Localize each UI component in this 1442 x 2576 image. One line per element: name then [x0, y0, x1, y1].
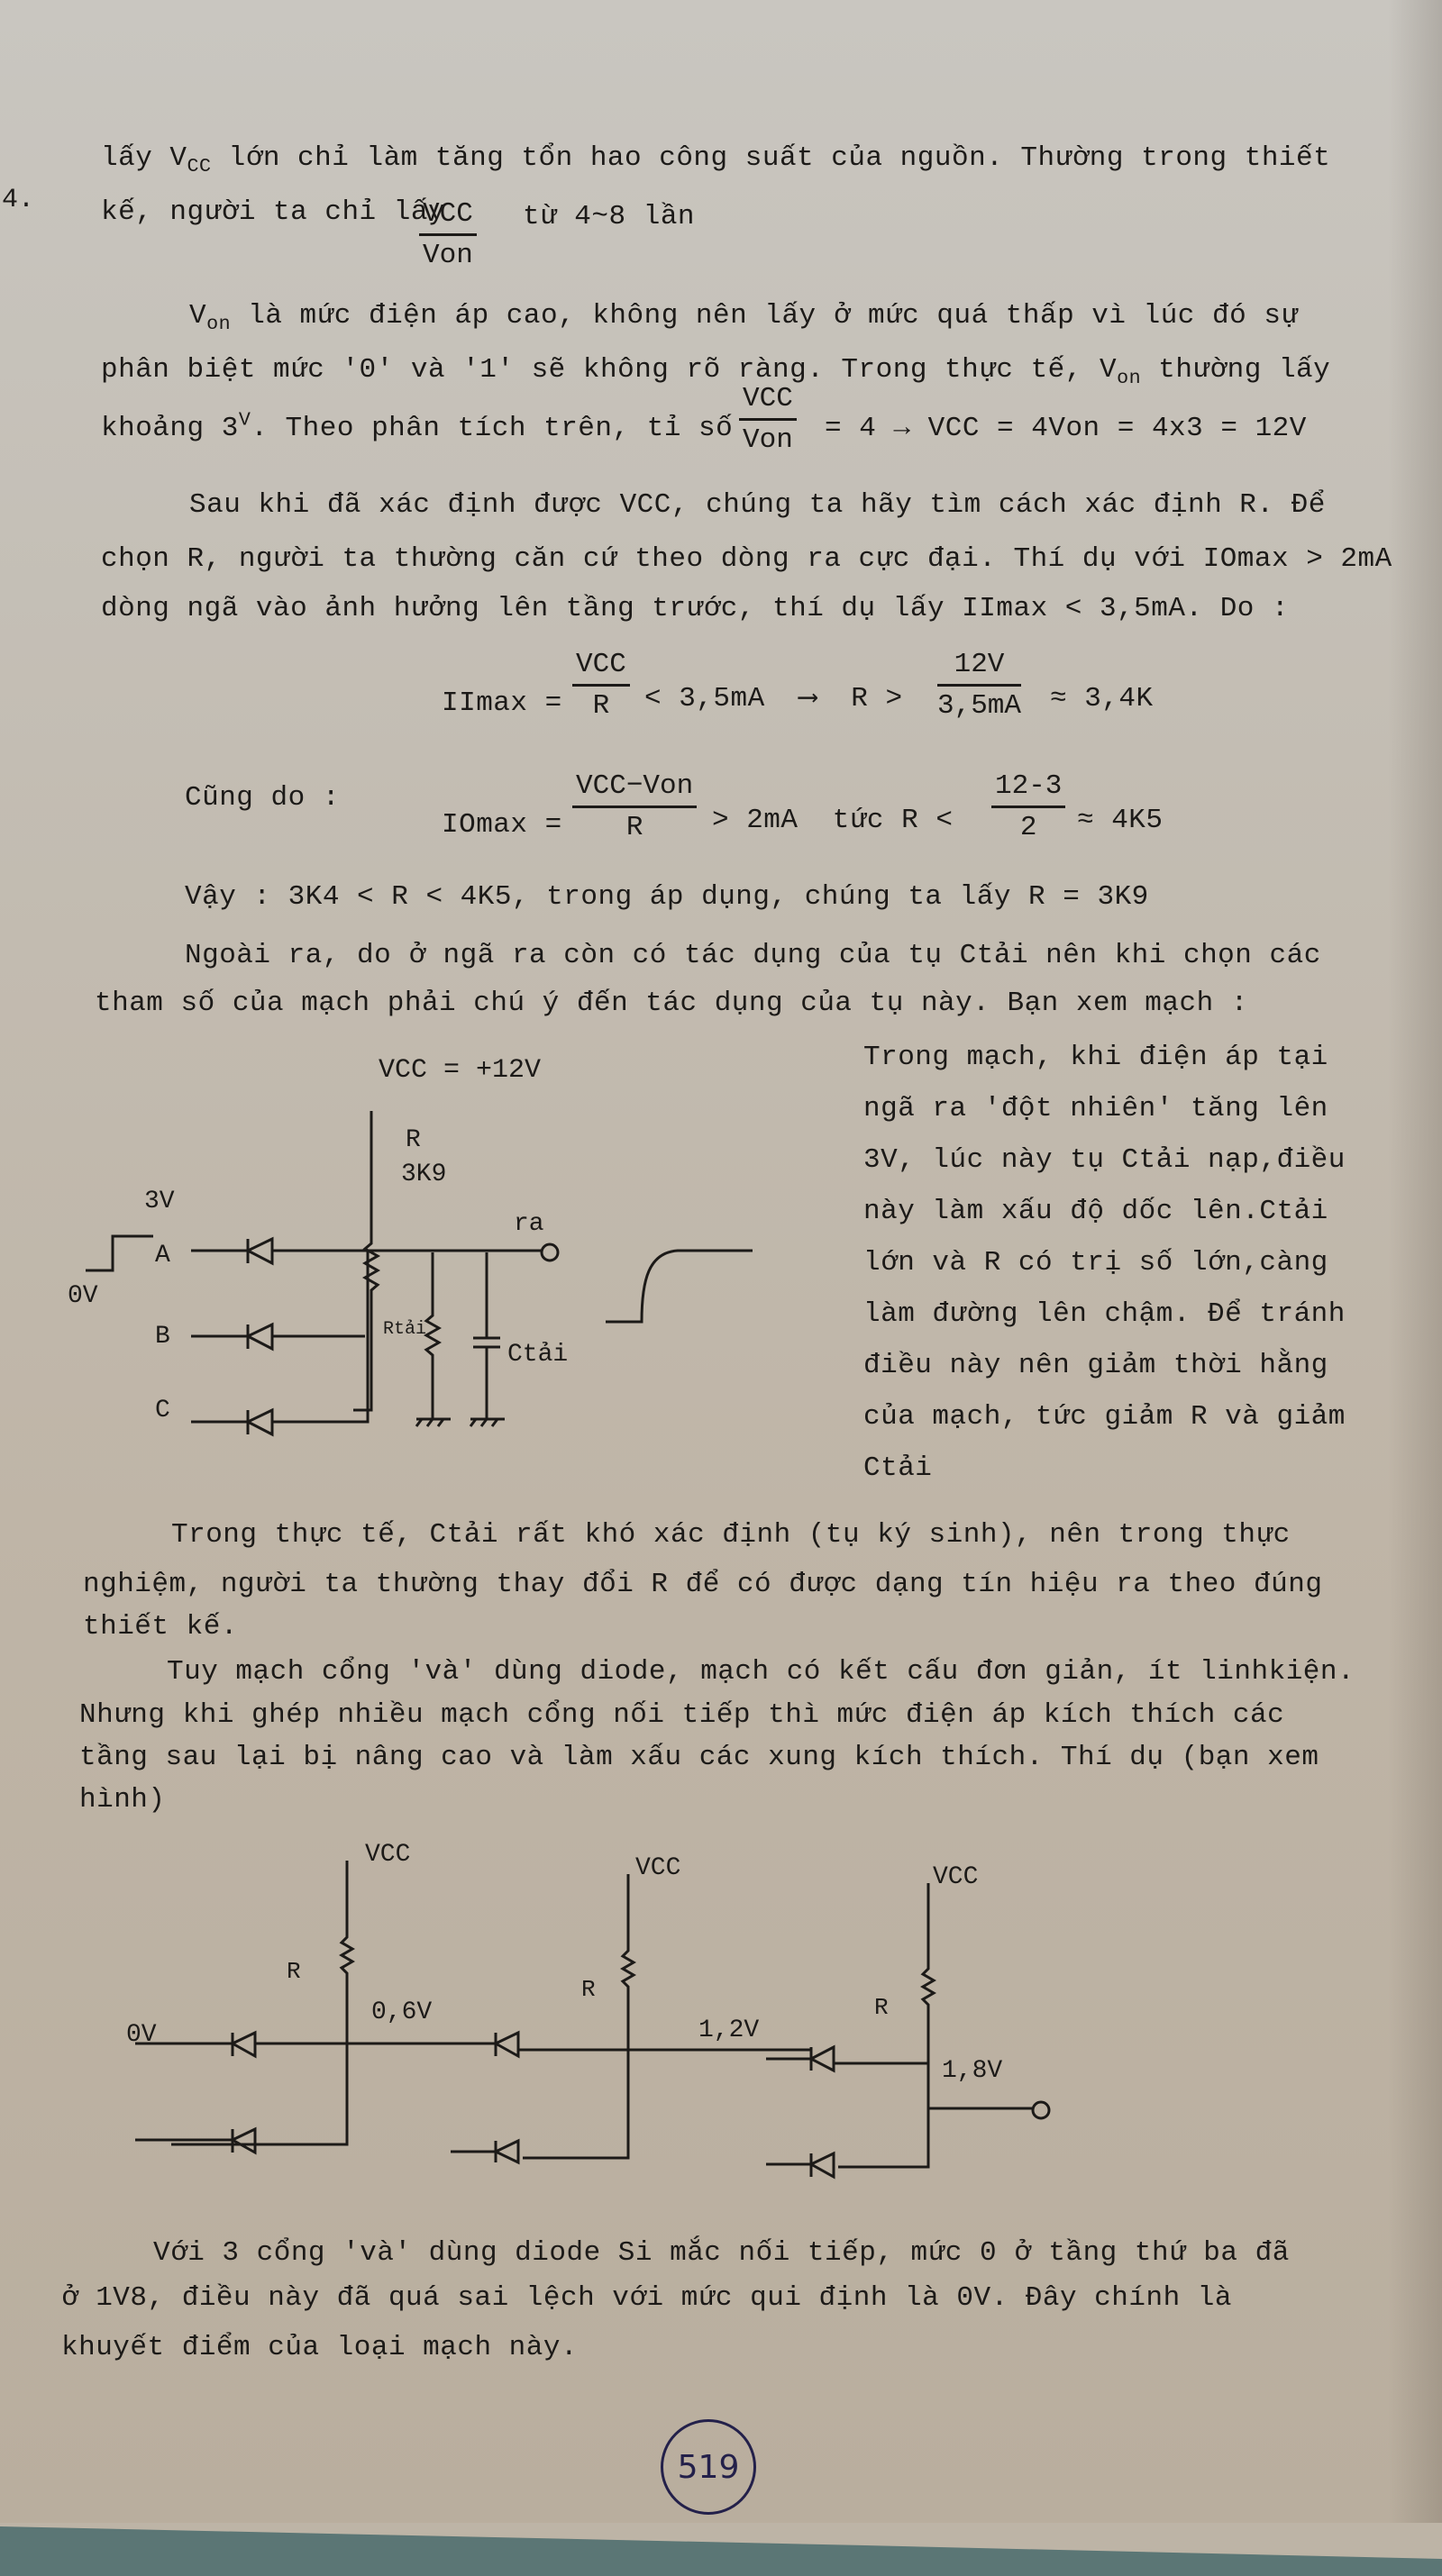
- paragraph-1-line-2-rest: từ 4~8 lần: [523, 201, 696, 232]
- margin-mark: 4.: [2, 185, 35, 215]
- input-b-label: B: [155, 1323, 170, 1351]
- paragraph-6-line-1: Tuy mạch cổng 'và' dùng diode, mạch có k…: [167, 1656, 1355, 1688]
- paragraph-3-line-1: Sau khi đã xác định được VCC, chúng ta h…: [189, 489, 1326, 521]
- side-text-line: Ctải: [863, 1452, 933, 1484]
- side-text-line: Trong mạch, khi điện áp tại: [863, 1042, 1328, 1073]
- paragraph-2-line-3: khoảng 3V. Theo phân tích trên, tỉ số: [101, 408, 734, 444]
- equation-2-lhs: IOmax =: [442, 809, 562, 841]
- resistor-label: R: [406, 1126, 421, 1154]
- page-number: 519: [661, 2419, 756, 2515]
- document-page: [0, 0, 1442, 2523]
- node-1-level: 0,6V: [371, 1998, 432, 2026]
- stage-2-vcc-label: VCC: [635, 1854, 680, 1882]
- equation-1-result: ≈ 3,4K: [1050, 683, 1154, 715]
- conclusion-r-value: Vậy : 3K4 < R < 4K5, trong áp dụng, chún…: [185, 881, 1149, 913]
- input-a-label: A: [155, 1242, 170, 1270]
- input-low-level: 0V: [68, 1282, 98, 1310]
- input-c-label: C: [155, 1397, 170, 1425]
- load-capacitor-label: Ctải: [507, 1341, 568, 1369]
- paragraph-3-line-3: dòng ngã vào ảnh hưởng lên tầng trước, t…: [101, 593, 1290, 624]
- side-text-line: 3V, lúc này tụ Ctải nạp,điều: [863, 1144, 1346, 1176]
- side-text-line: làm đường lên chậm. Để tránh: [863, 1298, 1346, 1330]
- paragraph-5-line-3: thiết kế.: [83, 1611, 238, 1643]
- stage-1-vcc-label: VCC: [365, 1841, 410, 1869]
- vcc-label: VCC = +12V: [379, 1055, 541, 1086]
- paragraph-1-line-2: kế, người ta chỉ lấy: [101, 196, 446, 228]
- equation-2-result: ≈ 4K5: [1077, 805, 1164, 836]
- paragraph-5-line-2: nghiệm, người ta thường thay đổi R để có…: [83, 1569, 1323, 1600]
- paragraph-2-line-1: Von là mức điện áp cao, không nên lấy ở …: [189, 300, 1299, 336]
- stage-1-resistor-label: R: [287, 1958, 301, 1985]
- paragraph-7-line-2: ở 1V8, điều này đã quá sai lệch với mức …: [61, 2282, 1233, 2314]
- paragraph-1-line-1: lấy VCC lớn chỉ làm tăng tổn hao công su…: [101, 142, 1331, 178]
- paragraph-7-line-1: Với 3 cổng 'và' dùng diode Si mắc nối ti…: [153, 2237, 1290, 2269]
- equation-1-middle: < 3,5mA ⟶ R >: [644, 683, 903, 715]
- paragraph-6-line-4: hình): [79, 1784, 166, 1816]
- node-3-level: 1,8V: [942, 2057, 1002, 2085]
- cung-do-label: Cũng do :: [185, 782, 340, 814]
- resistor-value: 3K9: [401, 1161, 446, 1188]
- side-text-line: của mạch, tức giảm R và giảm: [863, 1401, 1346, 1433]
- load-resistor-label: Rtải: [383, 1319, 426, 1340]
- output-label: ra: [514, 1210, 544, 1238]
- equation-2-middle: > 2mA tức R <: [712, 805, 954, 836]
- paragraph-4-line-2: tham số của mạch phải chú ý đến tác dụng…: [95, 988, 1248, 1019]
- paragraph-7-line-3: khuyết điểm của loại mạch này.: [61, 2332, 579, 2363]
- side-text-line: ngã ra 'đột nhiên' tăng lên: [863, 1093, 1328, 1124]
- output-waveform: [606, 1249, 753, 1324]
- paragraph-5-line-1: Trong thực tế, Ctải rất khó xác định (tụ…: [171, 1519, 1291, 1551]
- paragraph-6-line-3: tầng sau lại bị nâng cao và làm xấu các …: [79, 1742, 1319, 1773]
- paragraph-6-line-2: Nhưng khi ghép nhiều mạch cổng nối tiếp …: [79, 1699, 1285, 1731]
- stage-3-resistor-label: R: [874, 1994, 889, 2021]
- side-text-line: này làm xấu độ dốc lên.Ctải: [863, 1196, 1328, 1227]
- input-level-label: 0V: [126, 2021, 157, 2049]
- stage-3-vcc-label: VCC: [933, 1863, 978, 1891]
- paragraph-3-line-2: chọn R, người ta thường căn cứ theo dòng…: [101, 543, 1392, 575]
- paragraph-2-line-2: phân biệt mức '0' và '1' sẽ không rõ ràn…: [101, 354, 1331, 390]
- paragraph-4-line-1: Ngoài ra, do ở ngã ra còn có tác dụng củ…: [185, 940, 1321, 971]
- equation-1-lhs: IImax =: [442, 687, 562, 719]
- side-text-line: điều này nên giảm thời hằng: [863, 1350, 1328, 1381]
- side-text-line: lớn và R có trị số lớn,càng: [863, 1247, 1328, 1279]
- stage-2-resistor-label: R: [581, 1976, 596, 2003]
- input-high-level: 3V: [144, 1188, 175, 1215]
- vcc-equation: = 4 → VCC = 4Von = 4x3 = 12V: [825, 413, 1307, 444]
- node-2-level: 1,2V: [698, 2016, 759, 2044]
